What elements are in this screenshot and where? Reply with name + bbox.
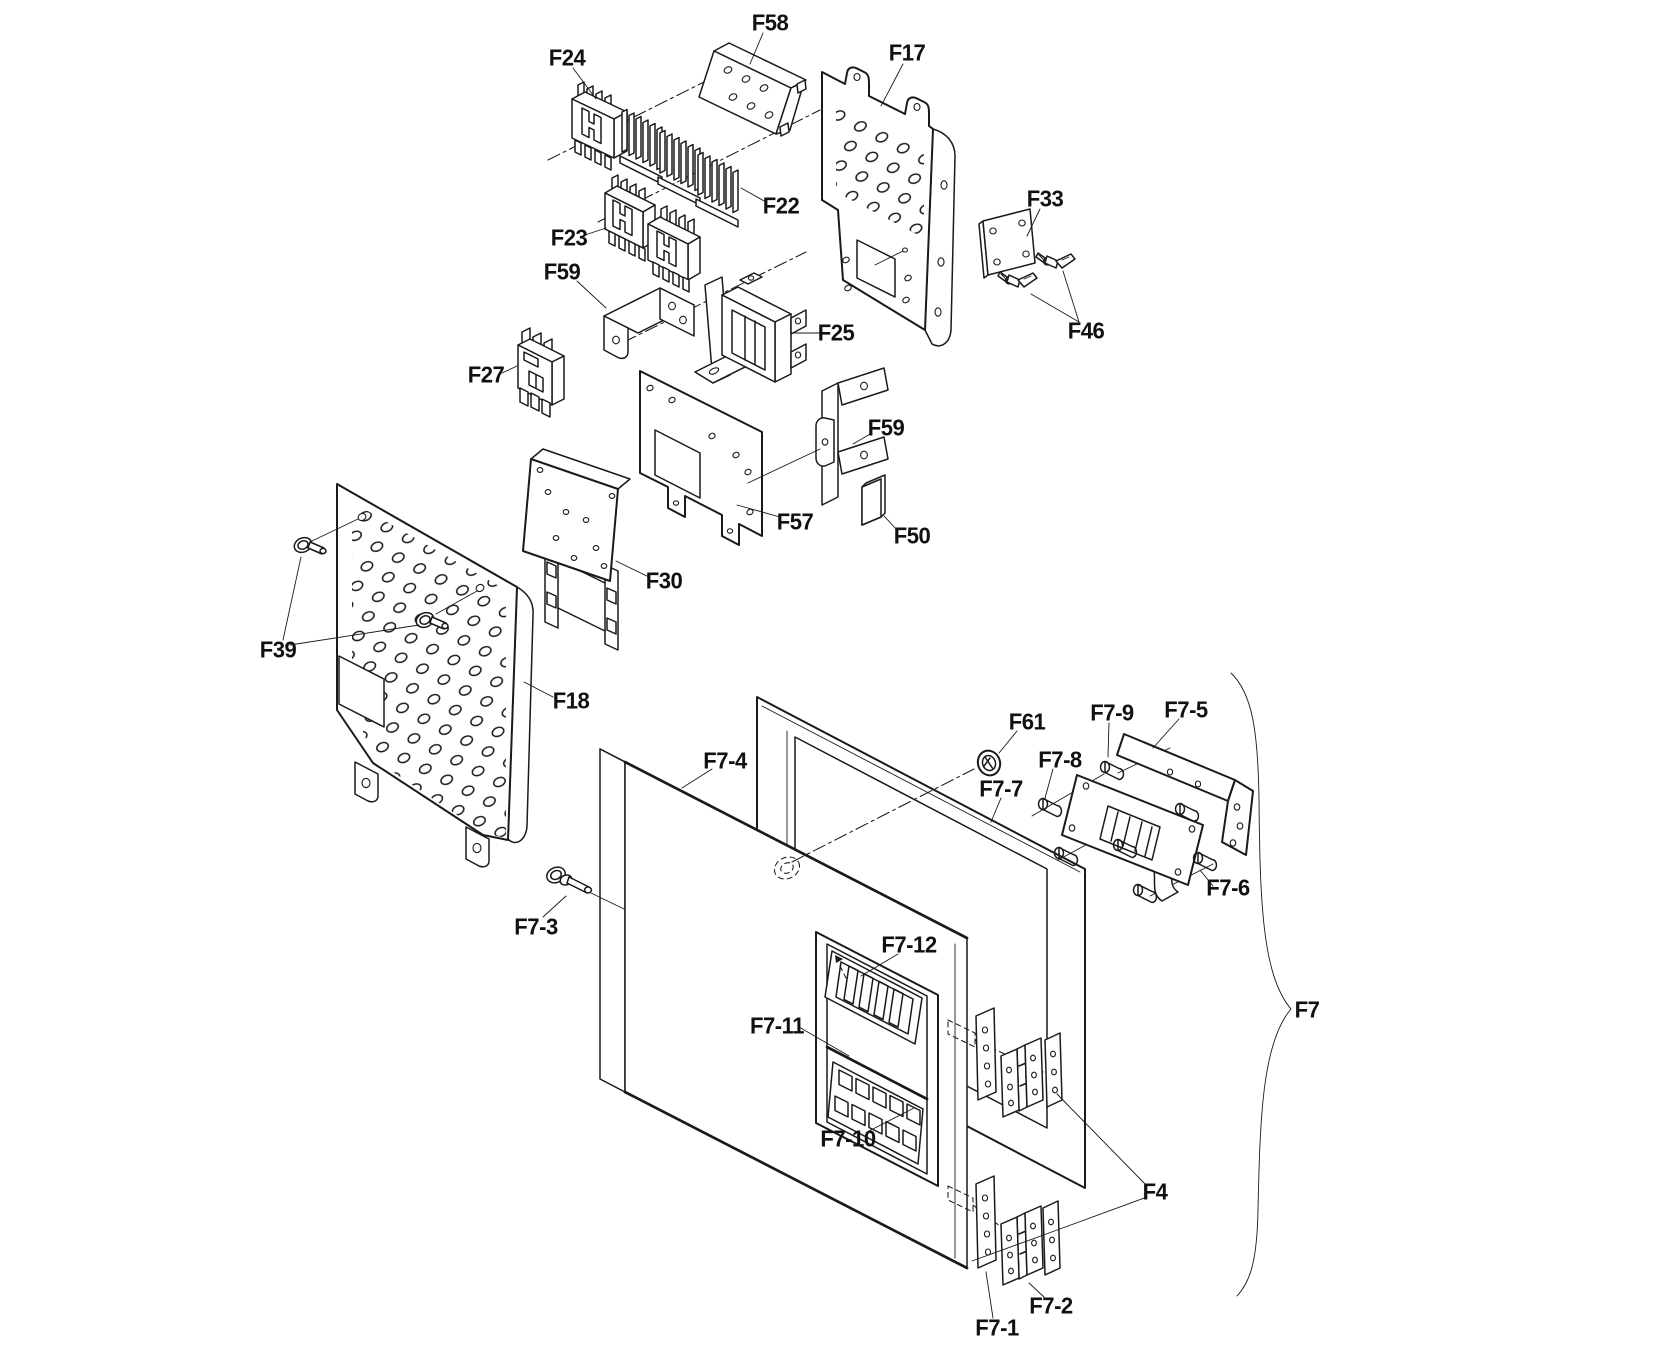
part-f30-mounting-plate [522, 448, 631, 651]
part-f24-terminal-block [571, 81, 628, 171]
part-f7-12-display-window [824, 950, 929, 1101]
part-f27-circuit-breaker [517, 327, 565, 418]
lock-alignment-line [791, 768, 975, 863]
part-f33-plate [978, 208, 1036, 279]
part-hinges-middle [975, 1007, 1063, 1118]
part-f61-grommet [976, 749, 1002, 777]
part-f22-terminal-strips [619, 108, 739, 228]
part-f18-perforated-panel [336, 483, 534, 868]
part-f39-screws [293, 518, 478, 630]
part-f50-plate [861, 474, 886, 526]
part-f25-transformer [694, 272, 807, 384]
part-f23-terminal-blocks [604, 174, 701, 293]
leader-lines [282, 32, 1214, 1319]
part-f7-5-display-bracket-assembly [1031, 733, 1254, 904]
part-f59-bracket-right [747, 367, 889, 506]
part-f58-bracket [698, 42, 807, 137]
part-f59-bracket-upper [603, 287, 695, 360]
annotation-f7-brace [1230, 672, 1292, 1297]
part-f17-mounting-panel [821, 66, 956, 347]
part-hinges-bottom [975, 1175, 1061, 1286]
part-f7-11-keypad [827, 1061, 924, 1165]
part-f7-3-screw [546, 866, 625, 910]
part-f46-fasteners [997, 252, 1076, 288]
part-f57-bracket-plate [639, 370, 763, 546]
